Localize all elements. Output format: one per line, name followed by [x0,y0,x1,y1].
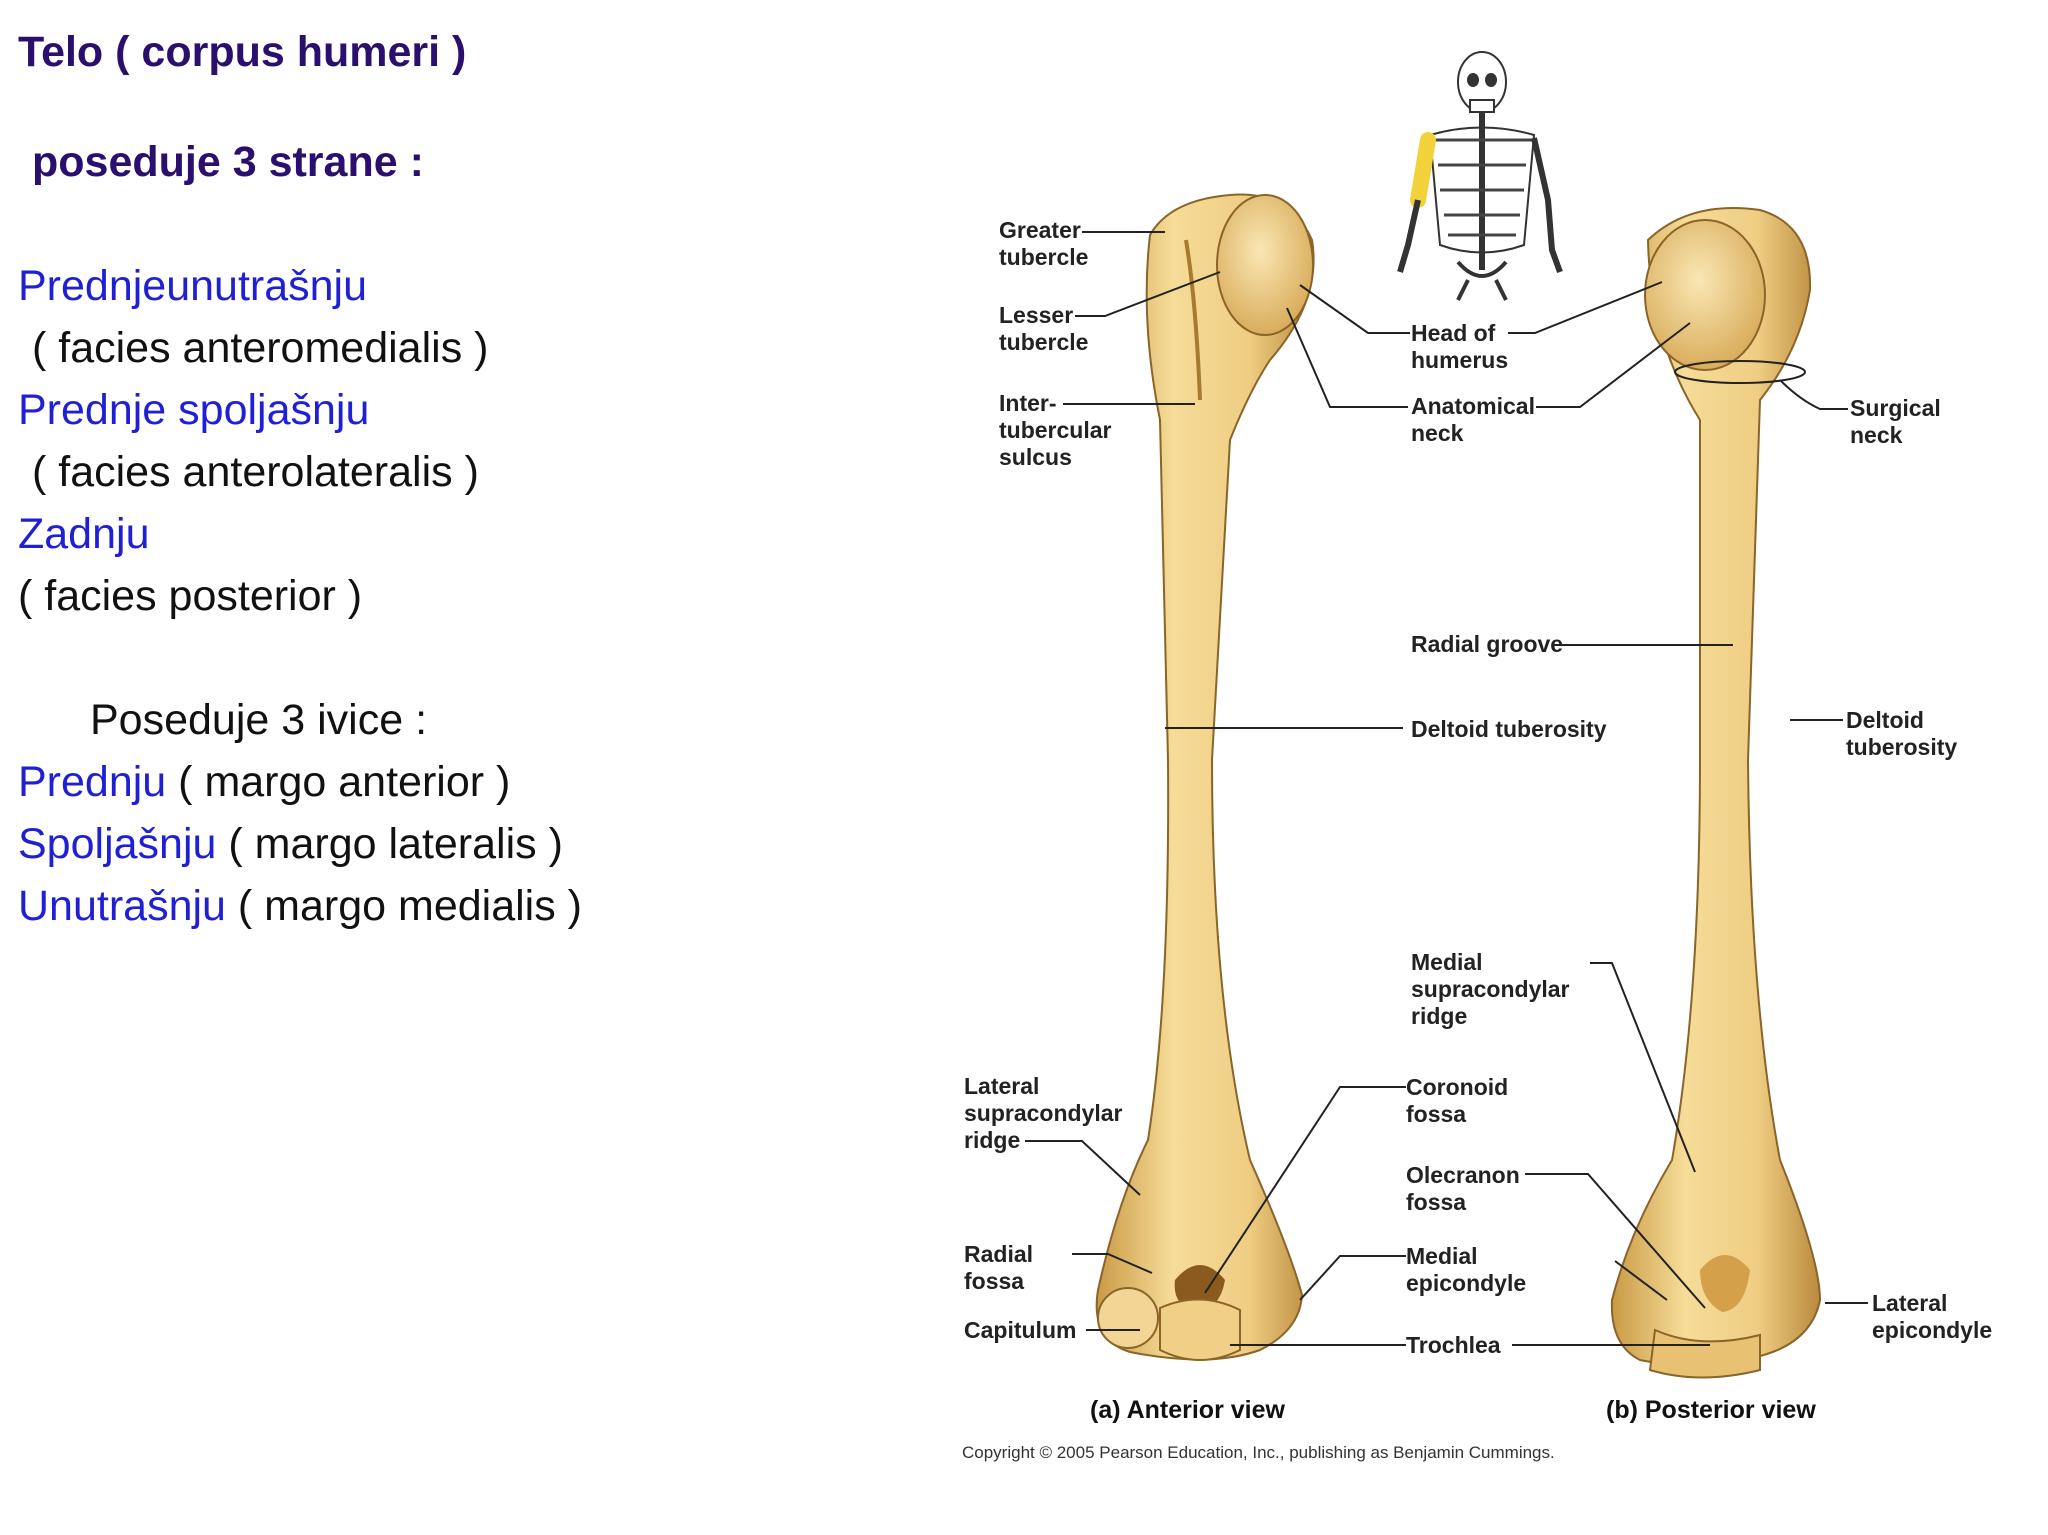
label-medial-supracondylar-1: Medial [1411,949,1483,975]
anterior-humerus [1095,193,1315,1361]
label-lesser-tubercle-2: tubercle [999,329,1088,355]
text-panel: Telo ( corpus humeri ) poseduje 3 strane… [0,0,900,1535]
skeleton-thumbnail-icon [1397,51,1563,301]
label-lateral-epicondyle-2: epicondyle [1872,1317,1992,1343]
label-head-humerus-2: humerus [1411,347,1508,373]
label-radial-groove: Radial groove [1411,631,1563,657]
label-deltoid-tuberosity-right-1: Deltoid [1846,707,1924,733]
side-3-latin: ( facies posterior ) [18,572,363,620]
edge-3-name: Unutrašnju [18,882,226,930]
copyright-note: Copyright © 2005 Pearson Education, Inc.… [962,1443,1555,1462]
label-lateral-supracondylar-1: Lateral [964,1073,1039,1099]
side-2-name: Prednje spoljašnju [18,386,370,434]
label-intertubercular-3: sulcus [999,444,1072,470]
label-medial-supracondylar-2: supracondylar [1411,976,1570,1002]
label-head-humerus-1: Head of [1411,320,1496,346]
label-surgical-neck-2: neck [1850,422,1903,448]
side-3-name: Zadnju [18,510,150,558]
posterior-humerus [1610,207,1822,1379]
side-1-name: Prednjeunutrašnju [18,262,368,310]
label-coronoid-fossa-1: Coronoid [1406,1074,1508,1100]
label-deltoid-tuberosity: Deltoid tuberosity [1411,716,1607,742]
humerus-diagram: Greater tubercle Lesser tubercle Inter- … [962,51,1992,1462]
label-intertubercular-2: tubercular [999,417,1112,443]
page-title: Telo ( corpus humeri ) [18,28,467,76]
label-medial-supracondylar-3: ridge [1411,1003,1467,1029]
label-deltoid-tuberosity-right-2: tuberosity [1846,734,1957,760]
caption-posterior-view: (b) Posterior view [1606,1396,1816,1424]
edge-2-latin: ( margo lateralis ) [228,820,563,868]
label-olecranon-fossa-1: Olecranon [1406,1162,1520,1188]
edge-1-name: Prednju [18,758,167,806]
side-1-latin: ( facies anteromedialis ) [32,324,489,372]
label-radial-fossa-1: Radial [964,1241,1033,1267]
label-lateral-epicondyle-1: Lateral [1872,1290,1947,1316]
label-radial-fossa-2: fossa [964,1268,1024,1294]
label-intertubercular-1: Inter- [999,390,1057,416]
label-medial-epicondyle-2: epicondyle [1406,1270,1526,1296]
label-anatomical-neck-1: Anatomical [1411,393,1535,419]
edges-heading: Poseduje 3 ivice : [90,696,428,744]
edge-3: Unutrašnju ( margo medialis ) [18,882,582,931]
edge-3-latin: ( margo medialis ) [237,882,582,930]
label-greater-tubercle-1: Greater [999,217,1081,243]
label-lateral-supracondylar-3: ridge [964,1127,1020,1153]
edge-2: Spoljašnju ( margo lateralis ) [18,820,563,869]
edge-1: Prednju ( margo anterior ) [18,758,510,807]
label-lateral-supracondylar-2: supracondylar [964,1100,1123,1126]
caption-anterior-view: (a) Anterior view [1090,1396,1286,1424]
label-surgical-neck-1: Surgical [1850,395,1941,421]
edge-2-name: Spoljašnju [18,820,217,868]
humerus-figure: Greater tubercle Lesser tubercle Inter- … [930,30,2030,1510]
side-2-latin: ( facies anterolateralis ) [32,448,479,496]
label-anatomical-neck-2: neck [1411,420,1464,446]
diagram-labels: Greater tubercle Lesser tubercle Inter- … [962,217,1992,1462]
edge-1-latin: ( margo anterior ) [178,758,511,806]
label-trochlea: Trochlea [1406,1332,1501,1358]
label-medial-epicondyle-1: Medial [1406,1243,1478,1269]
label-coronoid-fossa-2: fossa [1406,1101,1466,1127]
label-lesser-tubercle-1: Lesser [999,302,1073,328]
leader-lines [1025,231,1868,1346]
label-olecranon-fossa-2: fossa [1406,1189,1466,1215]
sides-subtitle: poseduje 3 strane : [32,138,424,186]
label-greater-tubercle-2: tubercle [999,244,1088,270]
label-capitulum: Capitulum [964,1317,1076,1343]
